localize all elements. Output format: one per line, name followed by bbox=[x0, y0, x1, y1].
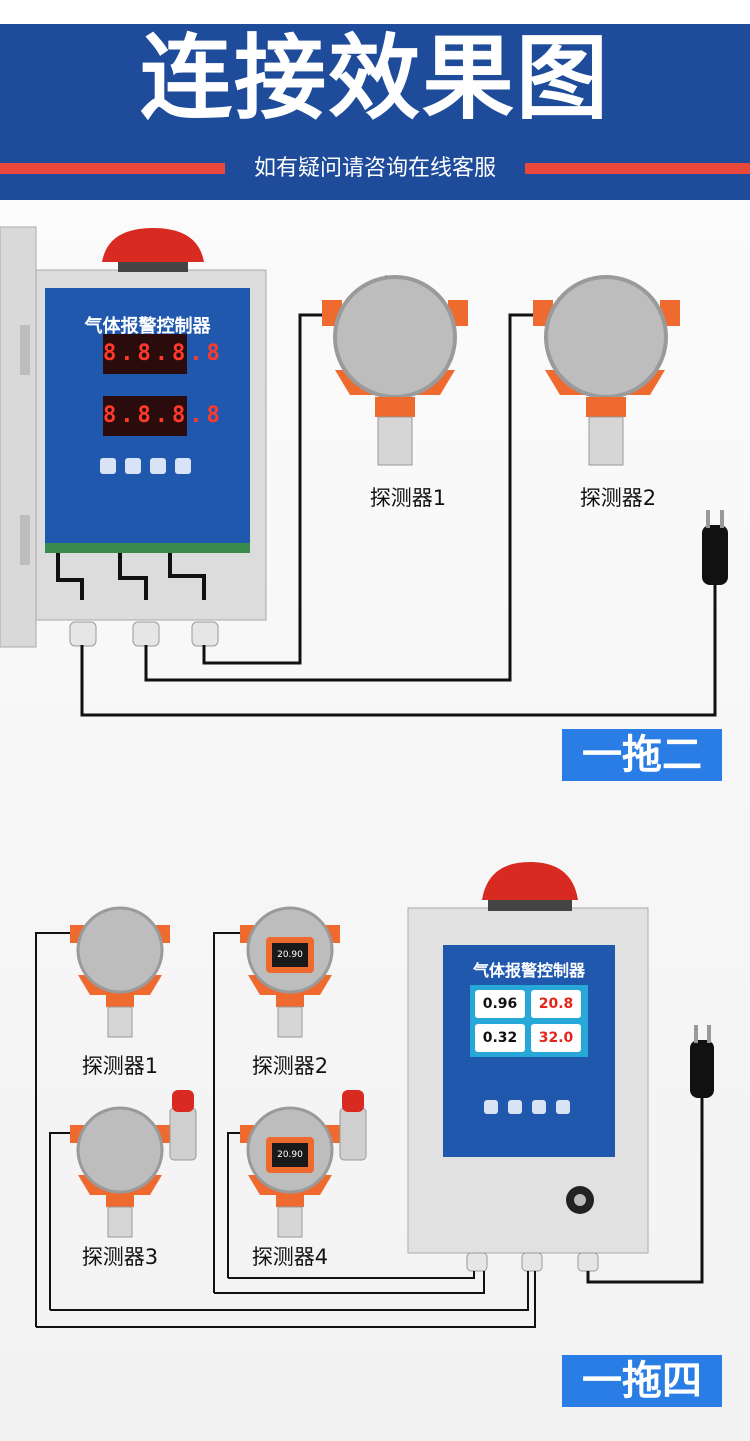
screen-value-3: 0.32 bbox=[475, 1024, 525, 1052]
screen-value-1: 0.96 bbox=[475, 990, 525, 1018]
hinge-top bbox=[20, 325, 30, 375]
screen-value-2: 20.8 bbox=[531, 990, 581, 1018]
cable-detector2 bbox=[144, 313, 533, 682]
one-to-four-tag: 一拖四 bbox=[562, 1355, 722, 1407]
power-plug bbox=[702, 525, 728, 585]
channel1-display: 8.8.8.8 bbox=[103, 334, 220, 374]
one-to-two-tag: 一拖二 bbox=[562, 729, 722, 781]
alarm-light bbox=[102, 228, 204, 262]
screen-value-4: 32.0 bbox=[531, 1024, 581, 1052]
detector2-label: 探测器2 bbox=[579, 486, 657, 510]
detector1-graphic bbox=[322, 275, 468, 466]
detector3-label-2: 探测器3 bbox=[81, 1245, 159, 1269]
cable-detector1 bbox=[202, 313, 322, 665]
subtitle: 如有疑问请咨询在线客服 bbox=[225, 150, 525, 188]
cabinet-door bbox=[0, 226, 37, 648]
channel2-display: 8.8.8.8 bbox=[103, 396, 220, 436]
detector1-label: 探测器1 bbox=[369, 486, 447, 510]
right-red-stripe bbox=[525, 163, 750, 174]
header-banner: 连接效果图 如有疑问请咨询在线客服 bbox=[0, 0, 750, 200]
terminal-strip bbox=[45, 543, 250, 553]
controller1-title: 气体报警控制器 bbox=[84, 316, 211, 337]
power-cable bbox=[80, 585, 717, 717]
detector4-display: 20.90 bbox=[277, 1150, 303, 1160]
hinge-bottom bbox=[20, 515, 30, 565]
page-title: 连接效果图 bbox=[139, 25, 610, 132]
detector2-graphic bbox=[533, 275, 680, 466]
left-red-stripe bbox=[0, 163, 225, 174]
detector2-label-2: 探测器2 bbox=[251, 1054, 329, 1078]
detector2-display: 20.90 bbox=[277, 950, 303, 960]
detector1-label-2: 探测器1 bbox=[81, 1054, 159, 1078]
detector4-label-2: 探测器4 bbox=[251, 1245, 329, 1269]
controller2-title: 气体报警控制器 bbox=[472, 961, 585, 980]
